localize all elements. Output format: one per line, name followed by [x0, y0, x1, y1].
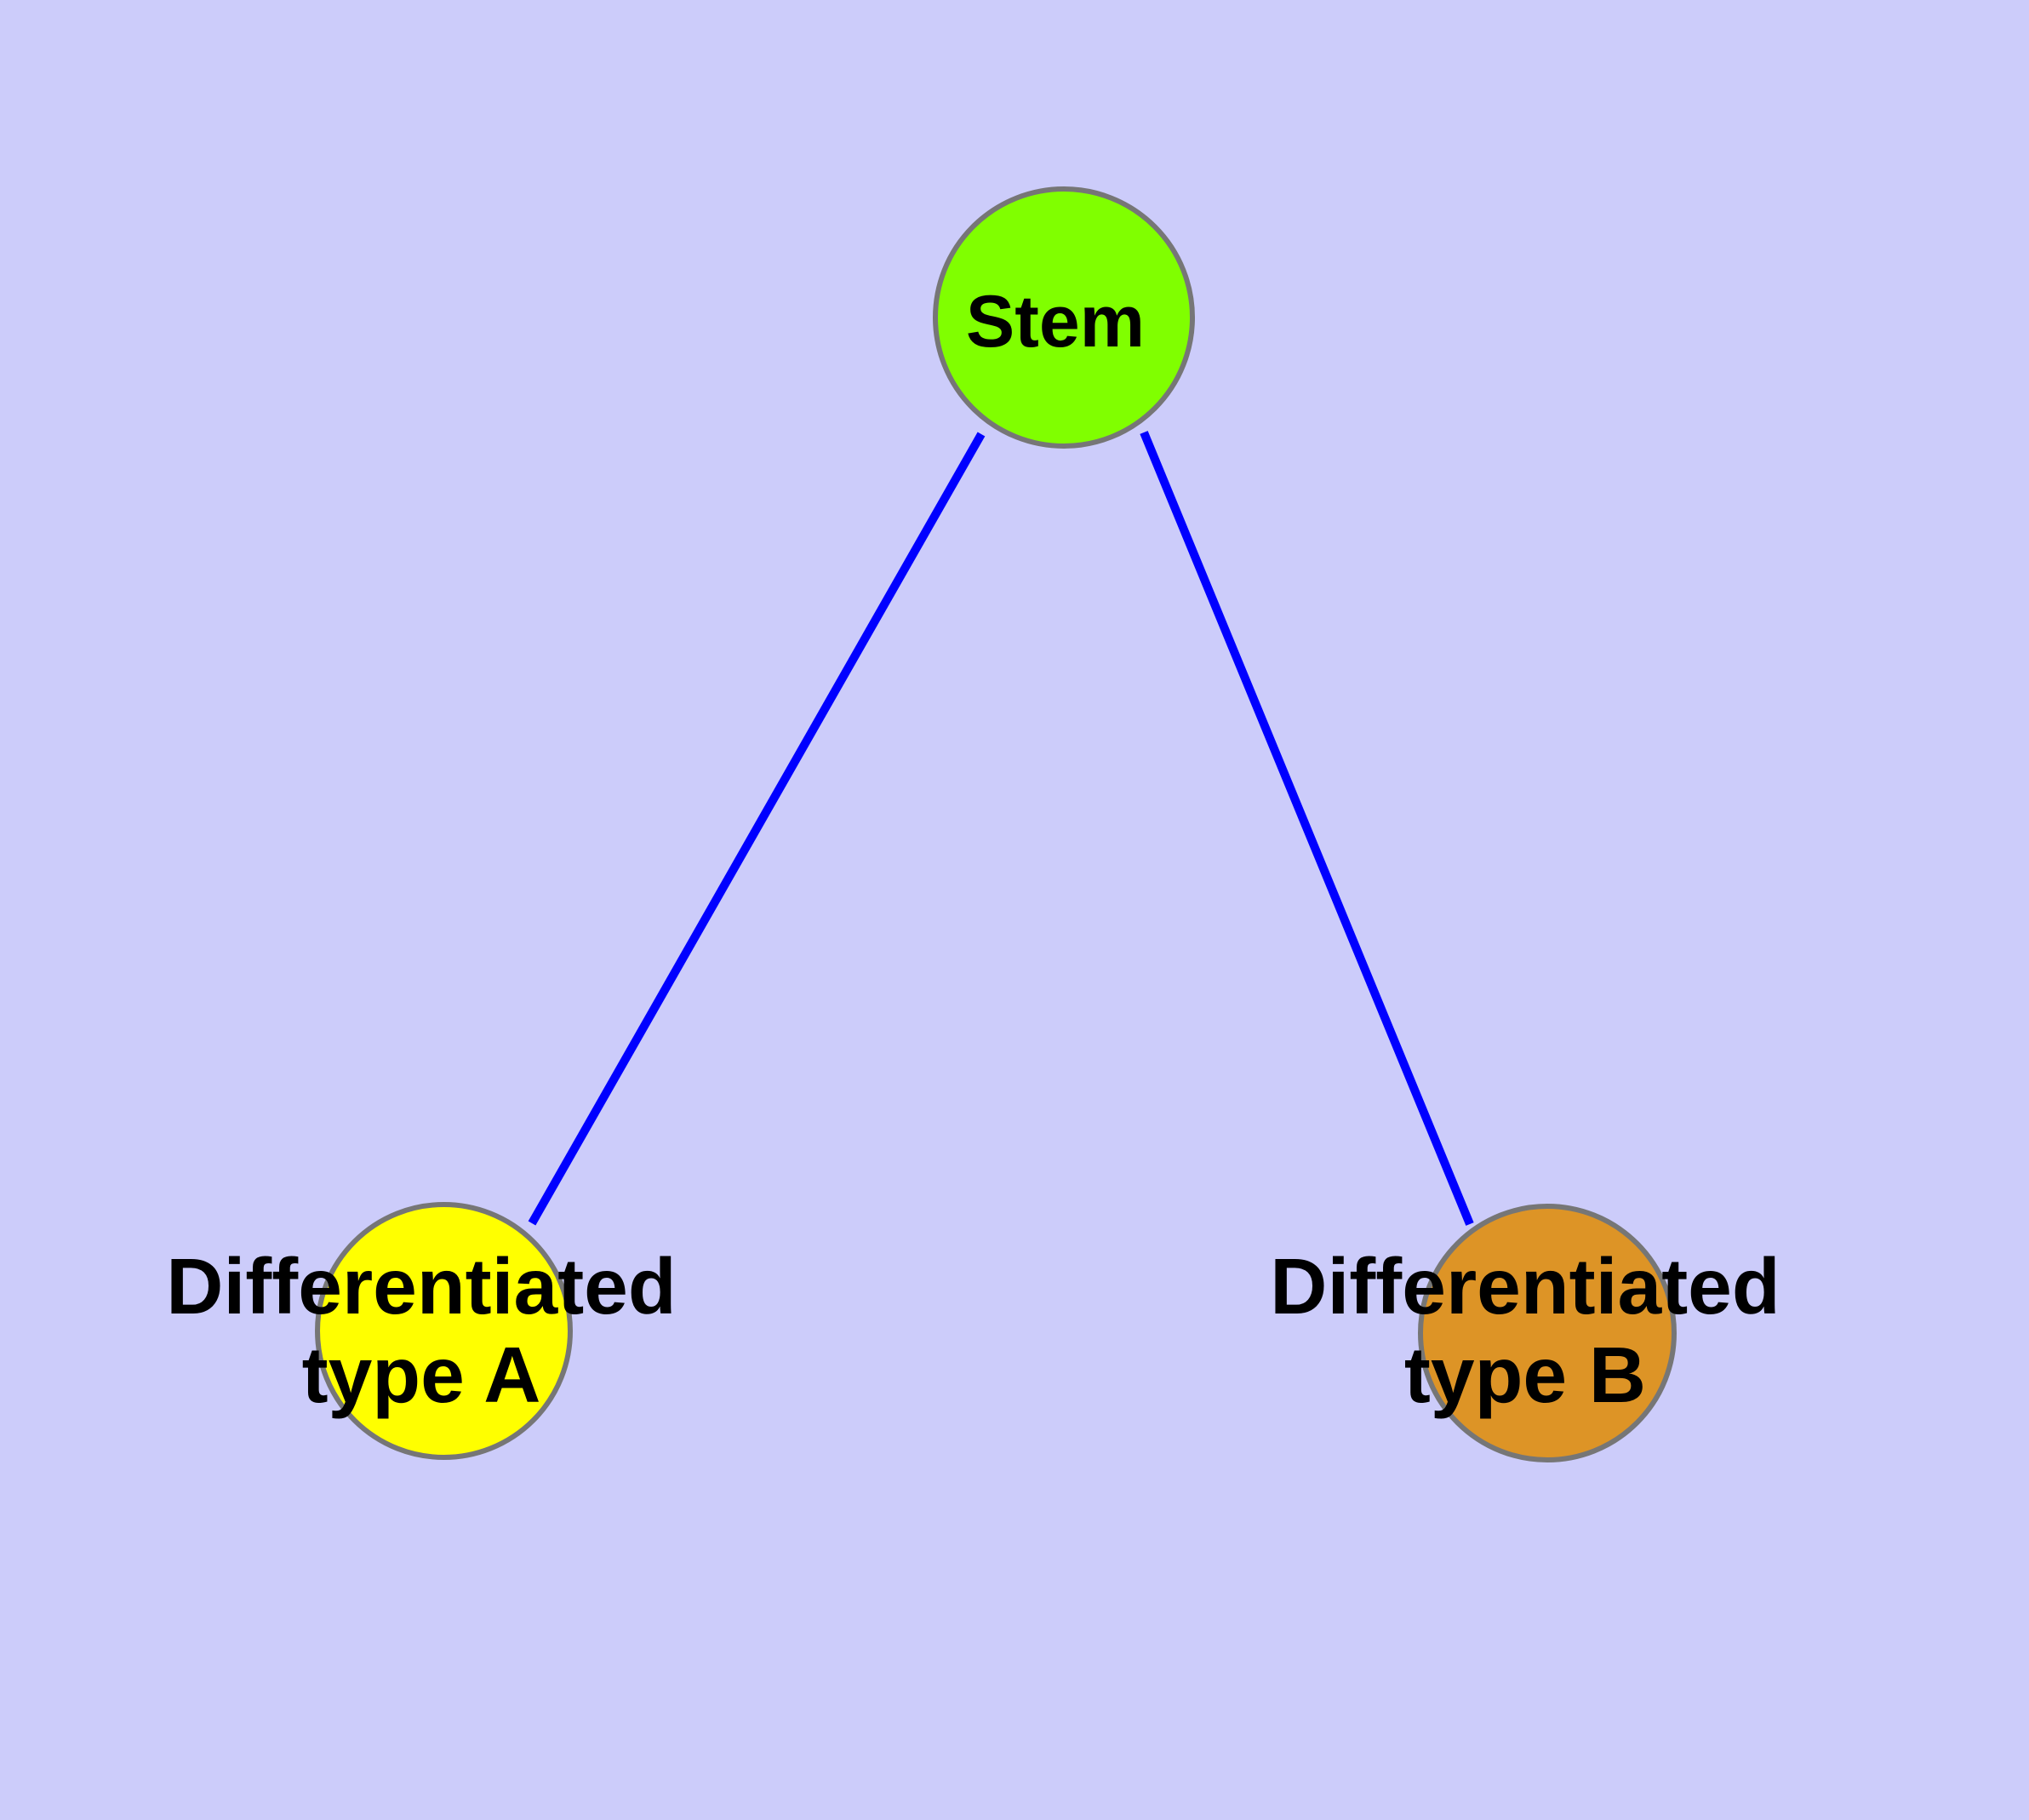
- node-differentiated-type-b[interactable]: [1418, 1204, 1677, 1462]
- node-stem[interactable]: [933, 186, 1195, 449]
- edge-stem-to-differentiated-type-a[interactable]: [528, 432, 986, 1226]
- node-differentiated-type-a[interactable]: [315, 1202, 573, 1460]
- edge-stem-to-differentiated-type-b[interactable]: [1140, 431, 1474, 1226]
